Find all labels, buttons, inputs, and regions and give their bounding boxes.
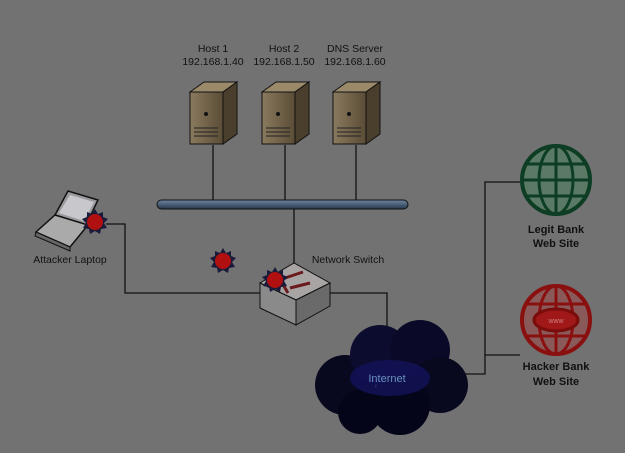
server-icon-host-2: [260, 81, 311, 145]
hacker-bank-label-line2: Web Site: [533, 376, 579, 388]
dns-server-ip: 192.168.1.60: [324, 56, 385, 68]
host-1-name: Host 1: [198, 43, 229, 55]
connection-lines: [106, 145, 520, 375]
network-bus: [156, 199, 409, 210]
hacker-bank-label-line1: Hacker Bank: [523, 361, 591, 373]
hacker-bank-globe-icon: [520, 284, 592, 356]
host-2-ip: 192.168.1.50: [253, 56, 314, 68]
attack-burst-icon: [210, 248, 236, 273]
hacker-bank-www-badge: www: [547, 318, 564, 325]
server-icon-dns: [331, 81, 382, 145]
attack-burst-icon: [262, 267, 288, 292]
server-icon-host-1: [188, 81, 239, 145]
network-switch-icon: [258, 262, 332, 326]
network-switch-label: Network Switch: [312, 254, 385, 266]
host-2-name: Host 2: [269, 43, 300, 55]
legit-bank-label-line1: Legit Bank: [528, 224, 585, 236]
internet-cloud-icon: [315, 320, 468, 435]
legit-bank-label-line2: Web Site: [533, 238, 579, 250]
dns-server-name: DNS Server: [327, 43, 384, 55]
host-1-ip: 192.168.1.40: [182, 56, 243, 68]
attack-burst-icon: [82, 209, 108, 234]
legit-bank-globe-icon: [520, 144, 592, 216]
attacker-laptop-label: Attacker Laptop: [33, 254, 107, 266]
internet-label: Internet: [368, 373, 405, 385]
